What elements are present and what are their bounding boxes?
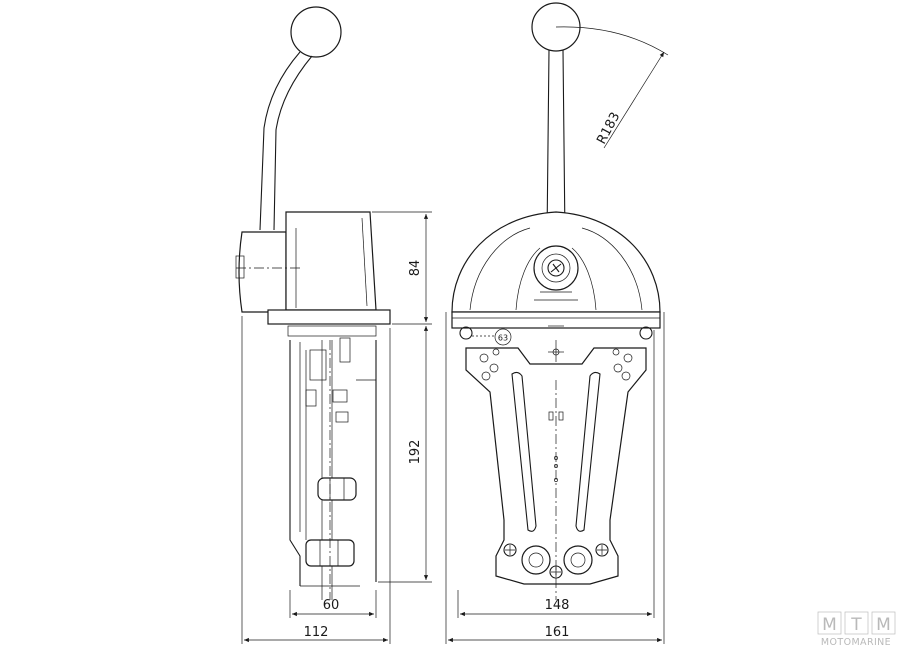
watermark-letter-2: T — [850, 615, 862, 635]
front-slot-right — [575, 371, 601, 532]
dim-r183-label: R183 — [594, 110, 623, 147]
front-ear-left — [479, 348, 500, 381]
dim-line-r183 — [603, 51, 665, 149]
dim-161-label: 161 — [545, 625, 570, 640]
front-lever — [546, 49, 566, 239]
side-mechanism — [287, 325, 377, 600]
side-view: 84 192 60 112 — [235, 6, 432, 644]
side-lever — [259, 51, 313, 231]
dim-60-label: 60 — [323, 598, 340, 613]
front-slot-left — [511, 371, 537, 532]
watermark-letter-1: M — [822, 615, 837, 635]
dim-148-label: 148 — [545, 598, 570, 613]
side-knob — [290, 6, 342, 58]
front-view: R183 63 — [445, 2, 669, 644]
side-flange — [267, 309, 391, 325]
side-hub — [238, 231, 287, 313]
mtm-watermark: M T M MOTOMARINE — [817, 611, 896, 648]
dim-112-label: 112 — [304, 625, 329, 640]
dim-192-label: 192 — [408, 440, 423, 465]
dim-84-label: 84 — [408, 260, 423, 277]
detail-callout-label: 63 — [498, 334, 508, 343]
front-ear-right — [612, 348, 633, 381]
watermark-letter-3: M — [876, 615, 891, 635]
detail-callout — [494, 328, 512, 346]
watermark-text: MOTOMARINE — [821, 637, 891, 648]
front-top-plate — [451, 311, 661, 329]
side-roller-upper — [317, 477, 357, 501]
front-bottom-rollers — [503, 543, 609, 579]
